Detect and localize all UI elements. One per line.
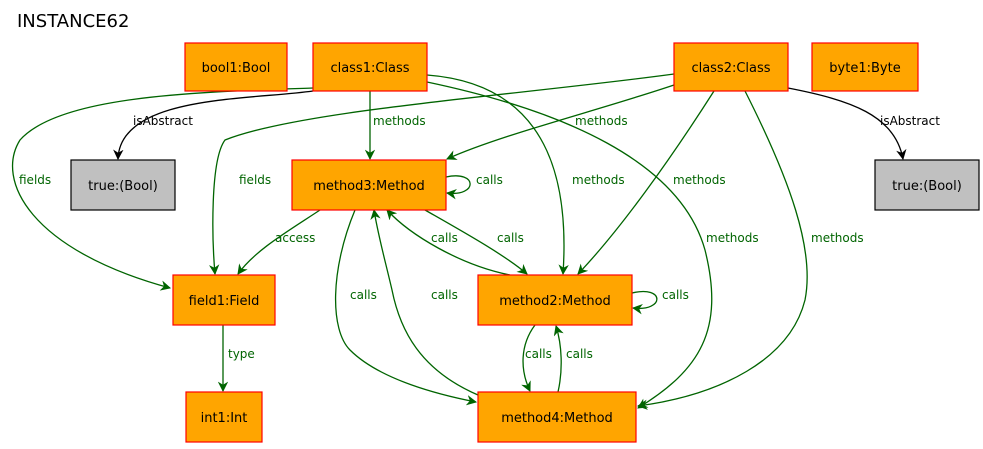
edge-m4-calls-m2 — [553, 325, 564, 393]
edge-label-c2-fields: fields — [239, 173, 271, 187]
node-method4[interactable]: method4:Method — [477, 391, 637, 443]
edge-label-f1-type: type — [228, 347, 255, 361]
node-label: bool1:Bool — [202, 61, 271, 76]
edge-m2-calls-m3 — [386, 209, 511, 276]
edge-m2-calls-m4 — [521, 324, 536, 392]
node-label: method3:Method — [313, 179, 425, 194]
node-label: method4:Method — [501, 411, 613, 426]
edge-label-c1-methods-m3: methods — [373, 114, 426, 128]
edge-m3-calls-m4 — [334, 209, 478, 406]
node-label: field1:Field — [189, 294, 260, 309]
edge-c2-isabstract — [787, 87, 907, 161]
edge-m3-calls-m2 — [424, 209, 528, 275]
node-box — [291, 159, 447, 211]
edge-c2-fields — [208, 73, 675, 276]
edge-label-c2-methods-m3: methods — [575, 114, 628, 128]
node-label: class1:Class — [330, 61, 409, 76]
node-label: method2:Method — [499, 294, 611, 309]
node-method3[interactable]: method3:Method — [291, 159, 447, 211]
node-byte1[interactable]: byte1:Byte — [811, 42, 919, 92]
edge-c1-fields — [11, 87, 314, 291]
edge-c1-isabstract — [113, 90, 314, 161]
edge-label-c2-methods-m4: methods — [811, 231, 864, 245]
node-label: int1:Int — [201, 411, 248, 426]
edge-m3-calls-self — [445, 175, 471, 200]
node-method2[interactable]: method2:Method — [477, 274, 633, 326]
edge-label-c2-methods-m2: methods — [673, 173, 726, 187]
edge-c1-methods-m4 — [426, 81, 713, 409]
edge-label-m2-calls-m4: calls — [525, 347, 552, 361]
edge-label-m3-calls-m2: calls — [497, 231, 524, 245]
edge-label-m3-calls-m4: calls — [350, 288, 377, 302]
edge-m3-access — [237, 209, 321, 275]
node-box — [172, 274, 276, 326]
edge-m4-calls-m3 — [370, 208, 479, 396]
node-class2[interactable]: class2:Class — [673, 42, 789, 92]
edge-label-m3-calls-self: calls — [476, 173, 503, 187]
edge-label-m2-calls-self: calls — [662, 288, 689, 302]
edge-label-c1-isabstract: isAbstract — [133, 114, 193, 128]
edge-label-c1-methods-m2: methods — [572, 173, 625, 187]
edge-c1-methods-m2 — [426, 74, 569, 276]
node-class1[interactable]: class1:Class — [312, 42, 428, 92]
node-label: byte1:Byte — [829, 61, 900, 76]
edge-m2-calls-self — [631, 290, 658, 315]
node-box — [477, 274, 633, 326]
node-label: true:(Bool) — [88, 179, 158, 194]
edge-label-m4-calls-m2: calls — [566, 347, 593, 361]
node-box — [70, 159, 176, 211]
edge-c2-methods-m2 — [577, 90, 715, 275]
node-field1[interactable]: field1:Field — [172, 274, 276, 326]
node-box — [673, 42, 789, 92]
node-box — [477, 391, 637, 443]
diagram-title: INSTANCE62 — [17, 11, 130, 32]
node-int1[interactable]: int1:Int — [185, 391, 263, 443]
node-true-right[interactable]: true:(Bool) — [874, 159, 980, 211]
edge-label-m2-calls-m3: calls — [431, 231, 458, 245]
node-label: true:(Bool) — [892, 179, 962, 194]
node-box — [811, 42, 919, 92]
node-box — [874, 159, 980, 211]
edge-c2-methods-m4 — [636, 90, 808, 410]
edge-label-m3-access: access — [275, 231, 315, 245]
node-label: class2:Class — [691, 61, 770, 76]
node-box — [185, 391, 263, 443]
edge-c2-methods-m3 — [446, 84, 675, 160]
node-box — [184, 42, 288, 92]
edge-label-c1-fields: fields — [19, 173, 51, 187]
edge-label-c1-methods-m4: methods — [706, 231, 759, 245]
node-true-left[interactable]: true:(Bool) — [70, 159, 176, 211]
node-box — [312, 42, 428, 92]
node-bool1[interactable]: bool1:Bool — [184, 42, 288, 92]
edge-label-m4-calls-m3: calls — [431, 288, 458, 302]
edge-label-c2-isabstract: isAbstract — [880, 114, 940, 128]
